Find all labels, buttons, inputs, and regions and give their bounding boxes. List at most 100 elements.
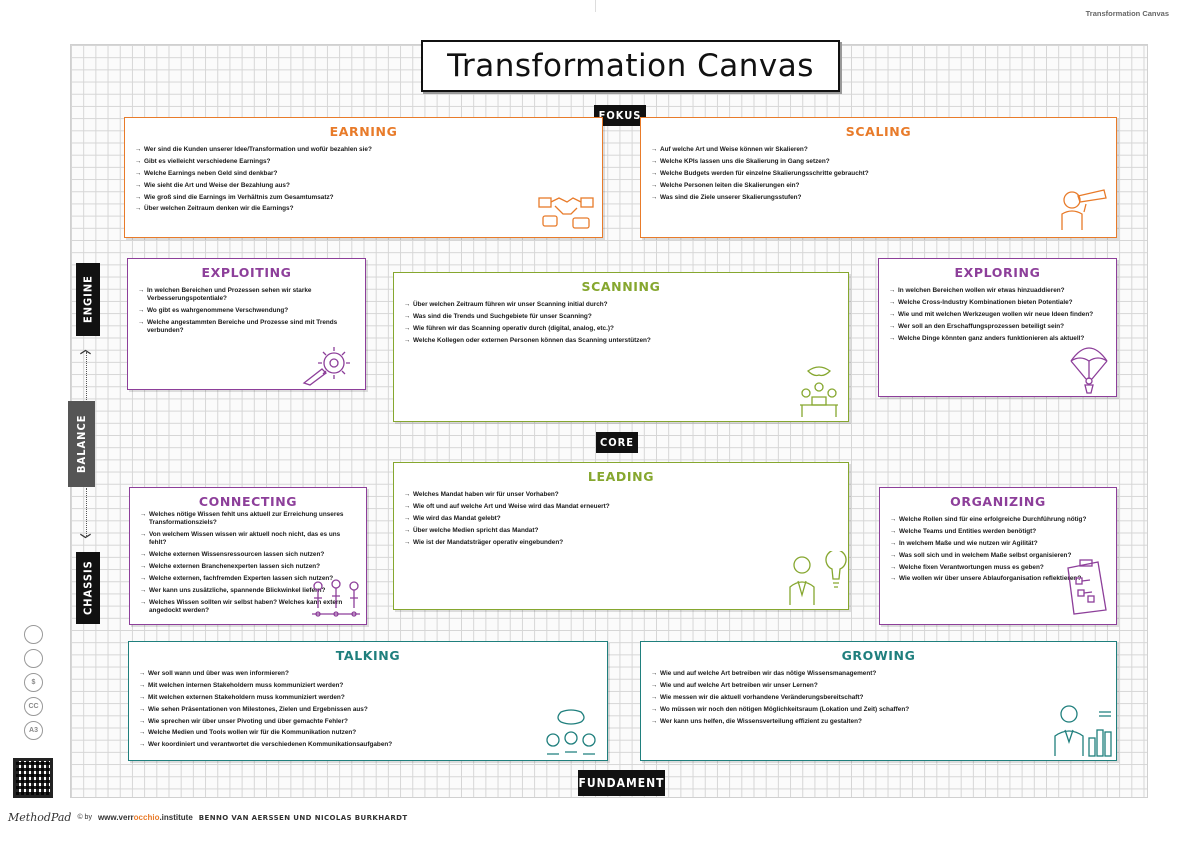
- copyright-label: © by: [77, 814, 92, 821]
- question-item: Welche Dinge könnten ganz anders funktio…: [889, 335, 1106, 344]
- question-list: Wer sind die Kunden unserer Idee/Transfo…: [125, 146, 602, 214]
- down-arrow-icon: ﹀: [80, 534, 91, 546]
- website-link[interactable]: www.verrocchio.institute: [98, 813, 193, 822]
- question-list: In welchen Bereichen und Prozessen sehen…: [128, 287, 365, 336]
- question-item: Über welchen Zeitraum denken wir die Ear…: [135, 205, 592, 214]
- corner-title: Transformation Canvas: [1085, 9, 1169, 18]
- question-item: Wie und auf welche Art betreiben wir das…: [651, 670, 1106, 679]
- question-item: Wer sind die Kunden unserer Idee/Transfo…: [135, 146, 592, 155]
- question-item: Welche Medien und Tools wollen wir für d…: [139, 729, 597, 738]
- question-item: Wer kann uns helfen, die Wissensverteilu…: [651, 718, 1106, 727]
- qr-code[interactable]: [13, 758, 53, 798]
- question-item: Wie oft und auf welche Art und Weise wir…: [404, 503, 838, 512]
- section-title: LEADING: [587, 469, 655, 484]
- question-item: Über welche Medien spricht das Mandat?: [404, 527, 838, 536]
- site-part: .institute: [159, 813, 193, 822]
- cc-by-icon: [24, 625, 43, 644]
- clipboard-icon: [1067, 559, 1107, 615]
- question-item: Wie sieht die Art und Weise der Bezahlun…: [135, 182, 592, 191]
- section-title: GROWING: [841, 648, 916, 663]
- question-item: Welche Kollegen oder externen Personen k…: [404, 337, 838, 346]
- question-item: Gibt es vielleicht verschiedene Earnings…: [135, 158, 592, 167]
- question-item: Welche Rollen sind für eine erfolgreiche…: [890, 516, 1106, 525]
- section-title: SCANNING: [581, 279, 661, 294]
- question-list: Wer soll wann und über was wen informier…: [129, 670, 607, 750]
- section-organizing: ORGANIZING Welche Rollen sind für eine e…: [879, 487, 1117, 625]
- question-item: Wie und auf welche Art betreiben wir uns…: [651, 682, 1106, 691]
- question-item: Welche externen, fachfremden Experten la…: [140, 575, 356, 584]
- section-growing: GROWING Wie und auf welche Art betreiben…: [640, 641, 1117, 761]
- question-item: Mit welchen externen Stakeholdern muss k…: [139, 694, 597, 703]
- question-item: Was sind die Ziele unserer Skalierungsst…: [651, 194, 1106, 203]
- question-item: Mit welchen internen Stakeholdern muss k…: [139, 682, 597, 691]
- telescope-icon: [1061, 189, 1107, 230]
- page-title: Transformation Canvas: [421, 40, 840, 92]
- question-item: Welche Personen leiten die Skalierungen …: [651, 182, 1106, 191]
- parachute-icon: [1070, 347, 1108, 394]
- speech-bubbles-icon: [546, 709, 596, 755]
- question-item: Wie wollen wir über unsere Ablauforganis…: [890, 575, 1106, 584]
- question-list: Welches nötige Wissen fehlt uns aktuell …: [130, 511, 366, 616]
- question-item: Welches nötige Wissen fehlt uns aktuell …: [140, 511, 356, 528]
- tag-fundament: FUNDAMENT: [578, 770, 665, 796]
- question-item: Wer kann uns zusätzliche, spannende Blic…: [140, 587, 356, 596]
- section-title: ORGANIZING: [950, 494, 1046, 509]
- question-item: Wer soll an den Erschaffungsprozessen be…: [889, 323, 1106, 332]
- question-item: Welche externen Wissensressourcen lassen…: [140, 551, 356, 560]
- question-item: Welche externen Branchenexperten lassen …: [140, 563, 356, 572]
- section-scanning: SCANNING Über welchen Zeitraum führen wi…: [393, 272, 849, 422]
- noncommercial-icon: $: [24, 673, 43, 692]
- question-item: Wo müssen wir noch den nötigen Möglichke…: [651, 706, 1106, 715]
- question-item: Wer soll wann und über was wen informier…: [139, 670, 597, 679]
- section-exploiting: EXPLOITING In welchen Bereichen und Proz…: [127, 258, 366, 390]
- question-item: Welche Budgets werden für einzelne Skali…: [651, 170, 1106, 179]
- section-exploring: EXPLORING In welchen Bereichen wollen wi…: [878, 258, 1117, 397]
- section-connecting: CONNECTING Welches nötige Wissen fehlt u…: [129, 487, 367, 625]
- question-item: Wie messen wir die aktuell vorhandene Ve…: [651, 694, 1106, 703]
- question-list: Welches Mandat haben wir für unser Vorha…: [394, 491, 848, 547]
- question-item: Wo gibt es wahrgenommene Verschwendung?: [138, 307, 355, 316]
- question-item: Wie sehen Präsentationen von Milestones,…: [139, 706, 597, 715]
- section-title: EXPLOITING: [201, 265, 292, 280]
- footer: MethodPad © by www.verrocchio.institute …: [8, 811, 408, 824]
- question-item: Welche Cross-Industry Kombinationen biet…: [889, 299, 1106, 308]
- question-list: Welche Rollen sind für eine erfolgreiche…: [880, 516, 1116, 584]
- tag-fokus: FOKUS: [594, 105, 646, 126]
- question-item: Wie und mit welchen Werkzeugen wollen wi…: [889, 311, 1106, 320]
- question-item: Wer koordiniert und verantwortet die ver…: [139, 741, 597, 750]
- question-item: Wie sprechen wir über unser Pivoting und…: [139, 718, 597, 727]
- handshake-icon: [538, 197, 594, 229]
- section-title: TALKING: [335, 648, 401, 663]
- section-earning: EARNING Wer sind die Kunden unserer Idee…: [124, 117, 603, 238]
- question-list: Über welchen Zeitraum führen wir unser S…: [394, 301, 848, 345]
- leader-lightbulb-icon: [789, 551, 847, 605]
- site-accent: occhio: [133, 813, 160, 822]
- question-item: Welches Mandat haben wir für unser Vorha…: [404, 491, 838, 500]
- question-item: Wie ist der Mandatsträger operativ einge…: [404, 539, 838, 548]
- brand-logo: MethodPad: [8, 811, 72, 824]
- network-people-icon: [312, 579, 360, 617]
- question-item: Wie wird das Mandat gelebt?: [404, 515, 838, 524]
- question-item: Auf welche Art und Weise können wir Skal…: [651, 146, 1106, 155]
- question-item: Über welchen Zeitraum führen wir unser S…: [404, 301, 838, 310]
- question-item: In welchen Bereichen und Prozessen sehen…: [138, 287, 355, 304]
- question-item: Welches Wissen sollten wir selbst haben?…: [140, 599, 356, 616]
- question-list: Auf welche Art und Weise können wir Skal…: [641, 146, 1116, 202]
- tag-core: CORE: [596, 432, 638, 453]
- question-item: Von welchem Wissen wissen wir aktuell no…: [140, 531, 356, 548]
- authors: BENNO VAN AERSSEN UND NICOLAS BURKHARDT: [198, 813, 408, 822]
- section-leading: LEADING Welches Mandat haben wir für uns…: [393, 462, 849, 610]
- balance-connector-top: [86, 352, 87, 400]
- gear-icon: [302, 347, 350, 386]
- question-item: Wie führen wir das Scanning operativ dur…: [404, 325, 838, 334]
- section-title: EXPLORING: [954, 265, 1041, 280]
- top-center-tick: [595, 0, 596, 12]
- question-item: Was sind die Trends und Suchgebiete für …: [404, 313, 838, 322]
- question-item: Was soll sich und in welchem Maße selbst…: [890, 552, 1106, 561]
- question-item: Welche fixen Verantwortungen muss es geb…: [890, 564, 1106, 573]
- up-arrow-icon: ︿: [80, 344, 91, 356]
- question-item: In welchen Bereichen wollen wir etwas hi…: [889, 287, 1106, 296]
- question-item: Wie groß sind die Earnings im Verhältnis…: [135, 194, 592, 203]
- growth-chart-icon: [1054, 705, 1112, 757]
- section-title: SCALING: [845, 124, 912, 139]
